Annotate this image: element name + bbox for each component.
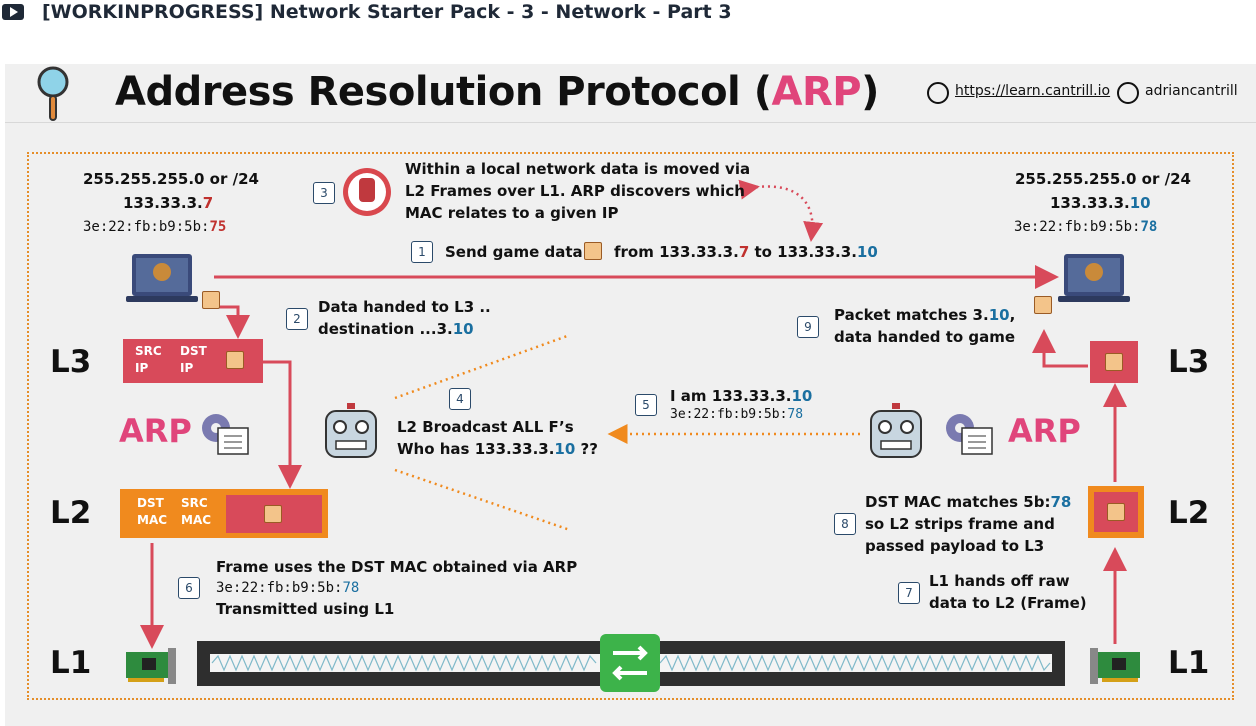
broadcast-line-down — [394, 468, 571, 532]
step-9-badge: 9 — [797, 316, 819, 338]
twitter-handle: adriancantrill — [1145, 83, 1238, 99]
step-5-line1: I am 133.33.3.10 — [670, 387, 813, 405]
dst-ip-label: DST IP — [180, 344, 207, 375]
left-l3-label: L3 — [50, 344, 92, 380]
step-4-line2: Who has 133.33.3.10 ?? — [397, 440, 598, 458]
step-6-mac: 3e:22:fb:b9:5b:78 — [216, 580, 360, 596]
dst-mac-label: DST MAC — [137, 496, 168, 527]
left-l1-label: L1 — [50, 645, 92, 681]
step-7-line2: data to L2 (Frame) — [929, 594, 1087, 612]
laptop-icon-left — [126, 254, 198, 302]
right-l1-label: L1 — [1168, 645, 1210, 681]
laptop-icon-right — [1058, 254, 1130, 302]
step-3-badge: 3 — [313, 182, 335, 204]
slide: Address Resolution Protocol (ARP) https:… — [5, 64, 1256, 726]
step-3-line1: Within a local network data is moved via — [405, 160, 751, 178]
l3-to-l2-arrow — [262, 360, 302, 489]
step-3-line2: L2 Frames over L1. ARP discovers which — [405, 182, 745, 200]
stop-hand-icon — [343, 168, 391, 216]
twitter-icon — [1117, 82, 1139, 104]
right-l2-label: L2 — [1168, 495, 1210, 531]
step-4-badge: 4 — [449, 388, 471, 410]
arp-gear-icon-right — [946, 414, 993, 455]
left-host-mac: 3e:22:fb:b9:5b:75 — [83, 219, 227, 235]
video-title-bar: [WORKINPROGRESS] Network Starter Pack - … — [0, 0, 1256, 30]
video-title[interactable]: [WORKINPROGRESS] Network Starter Pack - … — [42, 1, 732, 23]
robot-icon-left — [325, 403, 377, 458]
right-host-ip: 133.33.3.10 — [1050, 194, 1151, 212]
right-host-mac: 3e:22:fb:b9:5b:78 — [1014, 219, 1158, 235]
step-8-line1: DST MAC matches 5b:78 — [865, 493, 1072, 511]
header-divider — [5, 122, 1256, 123]
step-5-mac: 3e:22:fb:b9:5b:78 — [670, 407, 804, 422]
left-host-ip: 133.33.3.7 — [123, 194, 214, 212]
packet-icon-l3 — [226, 351, 244, 369]
step-9-line1: Packet matches 3.10, — [834, 306, 1016, 324]
compass-icon — [927, 82, 949, 104]
switch-icon — [600, 634, 660, 692]
src-mac-label: SRC MAC — [181, 496, 212, 527]
arp-gear-icon-left — [202, 414, 249, 455]
arp-label-right: ARP — [1008, 412, 1081, 450]
step-6-badge: 6 — [178, 577, 200, 599]
step-7-line1: L1 hands off raw — [929, 572, 1070, 590]
step-4-line1: L2 Broadcast ALL F’s — [397, 418, 574, 436]
site-link[interactable]: https://learn.cantrill.io — [955, 83, 1111, 99]
packet-icon-right — [1034, 296, 1052, 314]
app-to-l3-arrow — [212, 305, 250, 339]
right-l3-label: L3 — [1168, 344, 1210, 380]
step-1-badge: 1 — [411, 241, 433, 263]
broadcast-line-up — [394, 333, 571, 400]
left-l2-label: L2 — [50, 495, 92, 531]
packet-icon-right-l2 — [1107, 503, 1125, 521]
slide-title: Address Resolution Protocol (ARP) — [115, 69, 879, 115]
step-9-line2: data handed to game — [834, 328, 1016, 346]
packet-icon-left — [202, 291, 220, 309]
magnifier-icon — [37, 66, 69, 121]
nic-icon-right — [1090, 648, 1140, 684]
step-8-badge: 8 — [834, 513, 856, 535]
step-8-line2: so L2 strips frame and — [865, 515, 1055, 533]
packet-icon-step1 — [584, 242, 602, 260]
curve-arrow — [738, 179, 824, 242]
src-ip-label: SRC IP — [135, 344, 162, 375]
step-7-badge: 7 — [898, 582, 920, 604]
robot-icon-right — [870, 403, 922, 458]
step-1-text-a: Send game data — [445, 243, 583, 261]
step-2-line2: destination ...3.10 — [318, 320, 474, 338]
step-2-badge: 2 — [286, 308, 308, 330]
diagram-frame — [27, 152, 1234, 700]
step-2-line1: Data handed to L3 .. — [318, 298, 491, 316]
right-host-mask: 255.255.255.0 or /24 — [1015, 170, 1191, 188]
step-6-line3: Transmitted using L1 — [216, 600, 395, 618]
step-6-line1: Frame uses the DST MAC obtained via ARP — [216, 558, 578, 576]
nic-icon-left — [126, 648, 176, 684]
packet-icon-l2 — [264, 505, 282, 523]
step-8-line3: passed payload to L3 — [865, 537, 1045, 555]
slide-header: Address Resolution Protocol (ARP) https:… — [5, 64, 1256, 122]
arp-label-left: ARP — [119, 412, 192, 450]
step-3-line3: MAC relates to a given IP — [405, 204, 619, 222]
step-5-badge: 5 — [635, 394, 657, 416]
packet-icon-right-l3 — [1105, 353, 1123, 371]
left-host-mask: 255.255.255.0 or /24 — [83, 170, 259, 188]
step-1-text-b: from 133.33.3.7 to 133.33.3.10 — [614, 243, 878, 261]
l3-to-app-arrow — [1032, 329, 1088, 368]
video-play-icon[interactable] — [2, 4, 24, 20]
